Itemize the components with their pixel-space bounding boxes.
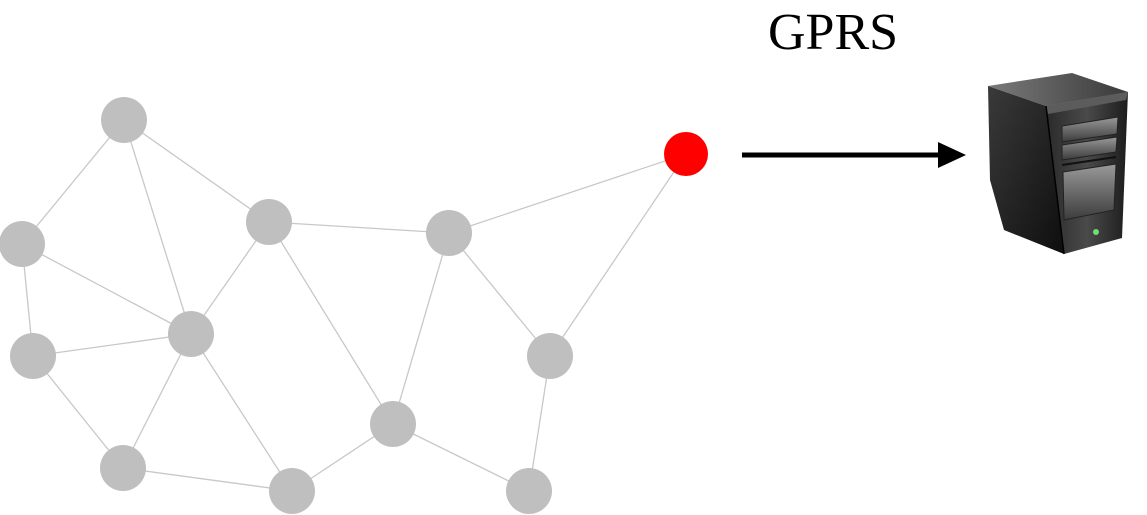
sensor-node [246, 199, 292, 245]
sensor-node [269, 468, 315, 514]
server-tower-icon [988, 73, 1128, 255]
network-link [549, 153, 687, 357]
network-link [32, 333, 192, 357]
sensor-node [101, 97, 147, 143]
sensor-node [10, 333, 56, 379]
network-link [21, 243, 192, 335]
uplink-arrow [742, 142, 966, 168]
network-link [122, 333, 192, 469]
sensor-node [168, 311, 214, 357]
network-nodes [0, 97, 708, 514]
network-link [123, 119, 192, 335]
network-link [190, 333, 293, 492]
sensor-node [0, 221, 45, 267]
sensor-node [100, 445, 146, 491]
sink-node [664, 132, 708, 176]
network-links [21, 119, 687, 492]
network-link [268, 221, 450, 234]
network-link [122, 467, 293, 492]
sensor-node [370, 401, 416, 447]
sensor-node [426, 210, 472, 256]
network-link [392, 232, 450, 425]
network-link [123, 119, 270, 223]
network-link [392, 423, 530, 492]
network-link [21, 119, 125, 245]
sensor-node [527, 333, 573, 379]
network-link [448, 153, 687, 234]
sensor-node [506, 468, 552, 514]
gprs-label: GPRS [768, 4, 899, 61]
network-link [32, 355, 124, 469]
network-link [448, 232, 551, 357]
network-link [268, 221, 394, 425]
